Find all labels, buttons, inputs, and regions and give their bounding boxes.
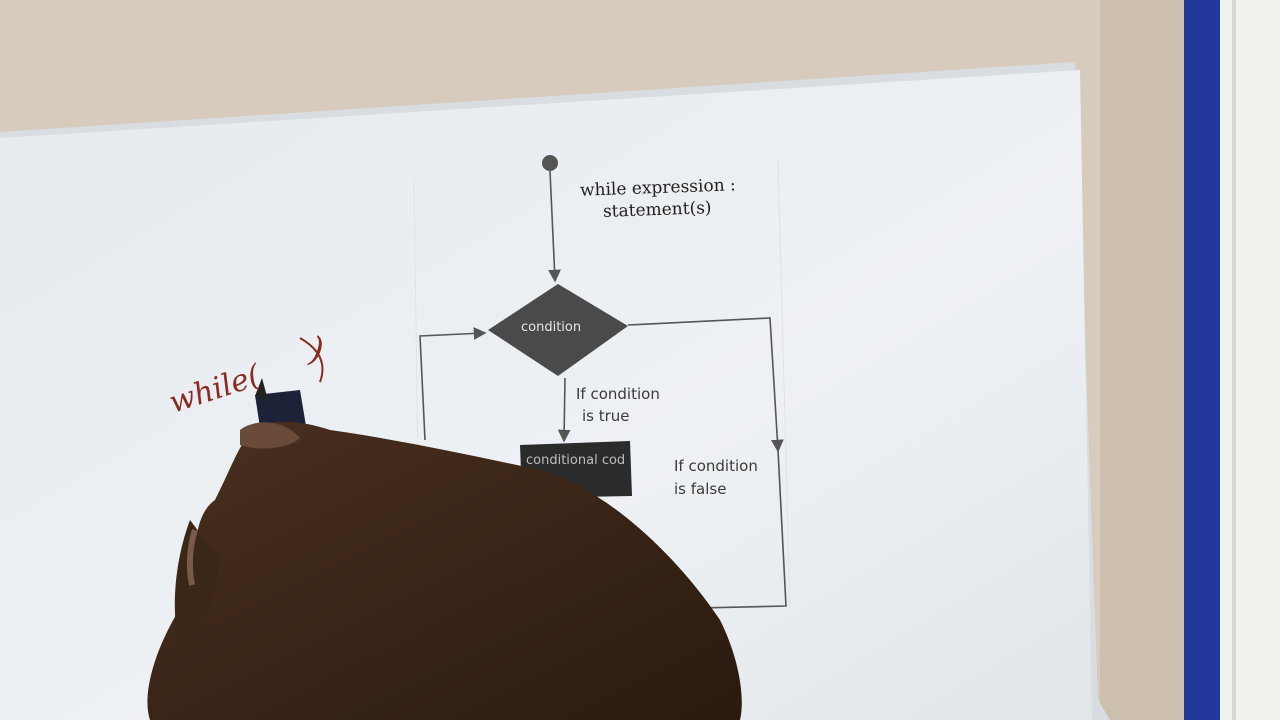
binder-cover [1220, 0, 1280, 720]
handwritten-paren-stroke [299, 337, 324, 383]
entry-arrow [548, 170, 561, 283]
start-node [542, 155, 558, 171]
hand [147, 421, 742, 720]
pen-tip [255, 378, 268, 400]
hand-with-pen [147, 378, 742, 720]
false-branch-arrow [627, 317, 784, 453]
code-header-line2: statement(s) [602, 198, 712, 222]
true-branch-label-line1: If condition [576, 385, 660, 403]
condition-diamond [488, 284, 628, 376]
print-margin-right [777, 159, 791, 611]
loop-back-arrow [419, 327, 487, 441]
binder-edge [1232, 0, 1236, 720]
true-branch-label-line2: is true [582, 407, 630, 425]
false-branch-label-line1: If condition [674, 457, 758, 475]
finger [174, 520, 220, 650]
false-branch-label-line2: is false [674, 480, 727, 498]
fingernail [240, 422, 300, 449]
condition-label: condition [521, 320, 582, 335]
true-branch-arrow [557, 377, 571, 443]
conditional-code-label: conditional code [526, 453, 626, 468]
thumbnail [186, 529, 198, 586]
binder-spine [1184, 0, 1220, 720]
